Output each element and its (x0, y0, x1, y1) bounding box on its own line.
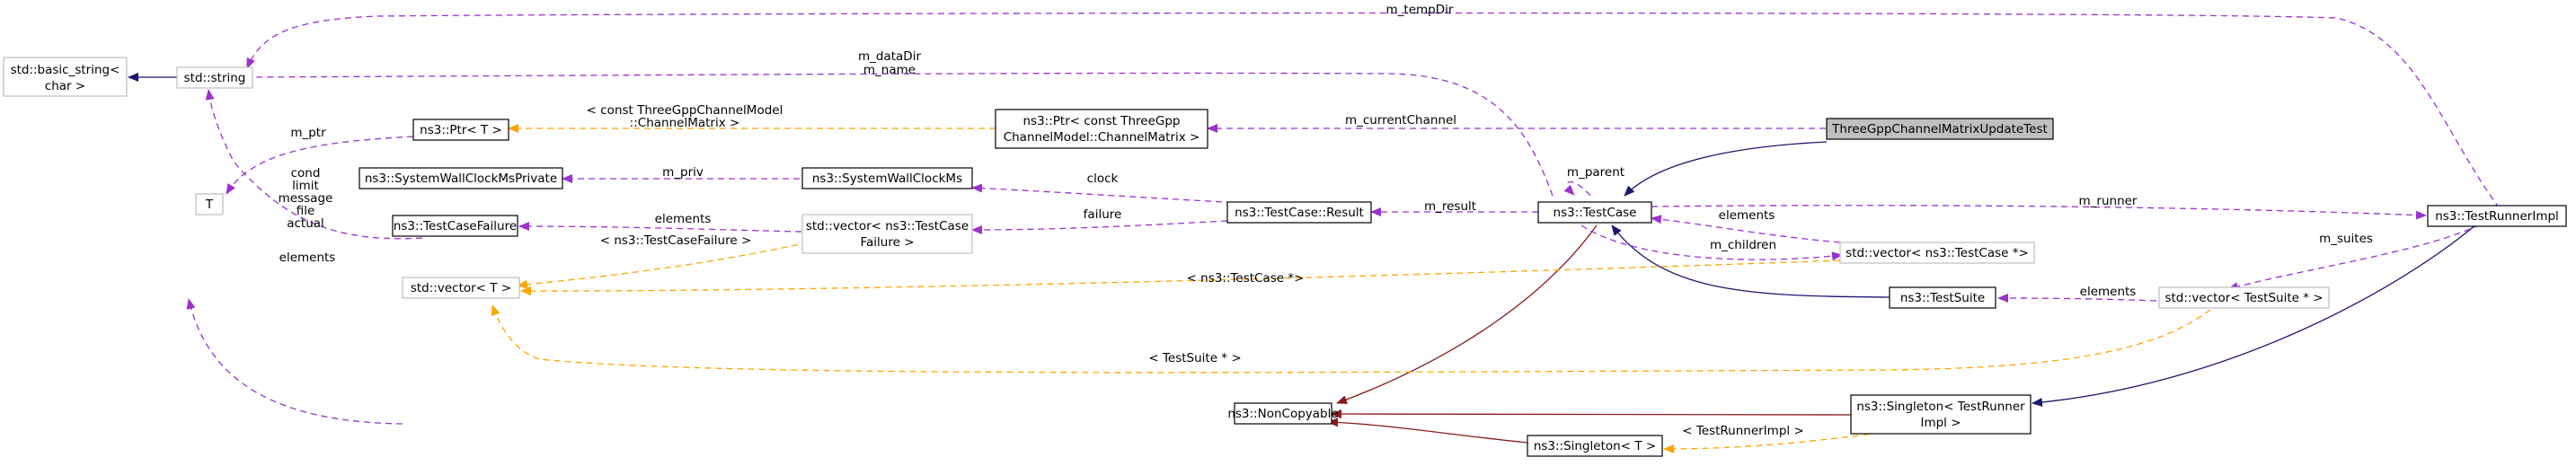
node-vector-test-case-ptr[interactable]: std::vector< ns3::TestCase *> (1839, 242, 2035, 264)
node-vector-testsuite-label: std::vector< TestSuite * > (2164, 291, 2323, 305)
label-m-runner: m_runner (2079, 194, 2138, 208)
node-ptr-channel-line-1: ns3::Ptr< const ThreeGpp (1023, 114, 1181, 128)
edge-vector-t-elements (186, 298, 403, 425)
node-basic-string-line-1: std::basic_string< (11, 63, 120, 77)
node-test-case[interactable]: ns3::TestCase (1537, 201, 1652, 224)
label-testrunnerimpl-template: < TestRunnerImpl > (1682, 424, 1804, 438)
node-wallclock-private-label: ns3::SystemWallClockMsPrivate (365, 172, 557, 186)
edge-testcasefailure-template (517, 242, 810, 289)
node-test-suite[interactable]: ns3::TestSuite (1889, 286, 1996, 309)
label-m-parent: m_parent (1567, 165, 1624, 180)
node-non-copyable[interactable]: ns3::NonCopyable (1227, 402, 1339, 425)
node-testcase-label: ns3::TestCase (1554, 206, 1637, 220)
node-vector-testcase-label: std::vector< ns3::TestCase *> (1846, 246, 2029, 260)
edge-focus-inherits-testcase (1624, 141, 1828, 197)
node-std-string-label: std::string (184, 71, 246, 85)
node-wallclock-label: ns3::SystemWallClockMs (812, 172, 962, 186)
node-singleton-t-label: ns3::Singleton< T > (1534, 439, 1656, 453)
edge-singleton-runner-private-noncopyable (1331, 409, 1852, 419)
edge-m-ptr (226, 136, 414, 195)
label-vector-testcase-elements: elements (1719, 208, 1775, 223)
node-system-wall-clock-ms[interactable]: ns3::SystemWallClockMs (801, 167, 973, 189)
edge-vector-testsuite-elements (1997, 294, 2157, 303)
node-testcase-result-label: ns3::TestCase::Result (1235, 206, 1364, 220)
edge-vector-failure-elements (518, 222, 802, 233)
label-failure-message: message (279, 191, 333, 206)
label-clock: clock (1087, 172, 1119, 186)
node-singleton-t[interactable]: ns3::Singleton< T > (1527, 435, 1663, 457)
node-focus-label: ThreeGppChannelMatrixUpdateTest (1831, 122, 2048, 136)
node-vector-test-case-failure[interactable]: std::vector< ns3::TestCase Failure > (801, 214, 973, 254)
label-m-result: m_result (1424, 199, 1476, 214)
edge-testcase-private-noncopyable (1336, 224, 1598, 404)
node-t[interactable]: T (195, 193, 224, 216)
edge-testcase-ptr-template (520, 259, 1841, 296)
node-system-wall-clock-ms-private[interactable]: ns3::SystemWallClockMsPrivate (359, 167, 563, 189)
label-vector-failure-elements: elements (655, 212, 712, 226)
node-basic-string-line-2: char > (45, 79, 85, 93)
node-basic-string[interactable]: std::basic_string< char > (3, 57, 128, 97)
label-vector-testsuite-elements: elements (2080, 285, 2137, 299)
node-testsuite-label: ns3::TestSuite (1900, 291, 1985, 305)
label-m-datadir: m_dataDir (858, 49, 921, 64)
edge-clock (971, 183, 1277, 206)
node-vector-test-suite-ptr[interactable]: std::vector< TestSuite * > (2158, 286, 2330, 309)
node-std-string[interactable]: std::string (176, 66, 253, 89)
node-ptr-channel-matrix[interactable]: ns3::Ptr< const ThreeGpp ChannelModel::C… (995, 109, 1208, 149)
label-m-priv: m_priv (662, 165, 704, 180)
label-testcase-ptr-template: < ns3::TestCase *> (1187, 271, 1305, 286)
label-failure-limit: limit (292, 179, 319, 193)
label-m-children: m_children (1710, 238, 1776, 252)
edge-singleton-t-private-noncopyable (1327, 418, 1528, 444)
label-m-currentchannel: m_currentChannel (1345, 113, 1456, 128)
node-test-runner-impl[interactable]: ns3::TestRunnerImpl (2427, 205, 2567, 227)
edge-m-parent (1563, 180, 1591, 197)
node-vector-t[interactable]: std::vector< T > (402, 277, 520, 299)
label-m-ptr: m_ptr (290, 126, 326, 140)
edge-m-tempdir (246, 12, 2501, 209)
node-test-case-failure[interactable]: ns3::TestCaseFailure (392, 215, 518, 237)
label-failure-actual: actual (287, 216, 324, 231)
label-vector-t-elements: elements (279, 251, 336, 265)
node-ptr-t[interactable]: ns3::Ptr< T > (412, 119, 509, 141)
node-testrunner-impl-label: ns3::TestRunnerImpl (2435, 209, 2559, 224)
node-threegpp-channel-matrix-update-test[interactable]: ThreeGppChannelMatrixUpdateTest (1826, 118, 2054, 140)
label-failure: failure (1084, 207, 1122, 222)
node-singleton-runner-line-2: Impl > (1920, 416, 1961, 430)
node-t-label: T (205, 198, 214, 212)
label-m-suites: m_suites (2319, 232, 2373, 246)
edge-failure (971, 220, 1228, 234)
label-failure-cond: cond (291, 166, 321, 180)
label-testsuite-ptr-template: < TestSuite * > (1148, 351, 1241, 365)
label-ptr-template-2: ::ChannelMatrix > (630, 116, 740, 130)
node-singleton-runner-line-1: ns3::Singleton< TestRunner (1856, 400, 2025, 414)
node-noncopyable-label: ns3::NonCopyable (1227, 407, 1338, 421)
node-vector-failure-line-1: std::vector< ns3::TestCase (806, 219, 969, 233)
edge-m-children (1580, 224, 1843, 261)
edge-m-runner (1651, 205, 2427, 220)
node-test-case-result[interactable]: ns3::TestCase::Result (1226, 201, 1372, 224)
label-failure-file: file (297, 204, 315, 218)
label-ptr-template-1: < const ThreeGppChannelModel (587, 103, 783, 118)
label-testcasefailure-template: < ns3::TestCaseFailure > (600, 233, 752, 248)
node-ptr-t-label: ns3::Ptr< T > (420, 123, 502, 137)
edge-testsuite-inherits-testcase (1611, 224, 1890, 298)
edge-testsuite-ptr-template (491, 304, 2211, 374)
node-testcase-failure-label: ns3::TestCaseFailure (394, 219, 517, 233)
node-vector-failure-line-2: Failure > (860, 235, 914, 250)
edge-m-suites (2227, 224, 2481, 291)
node-singleton-test-runner-impl[interactable]: ns3::Singleton< TestRunner Impl > (1850, 394, 2032, 435)
edge-m-datadir-name (235, 72, 1554, 197)
edge-failure-fields (205, 89, 423, 240)
label-m-name: m_name (863, 63, 916, 77)
node-ptr-channel-line-2: ChannelModel::ChannelMatrix > (1004, 130, 1200, 145)
node-vector-t-label: std::vector< T > (411, 281, 511, 295)
edge-testrunnerimpl-inherits-singleton (2032, 224, 2477, 407)
label-m-tempdir: m_tempDir (1386, 3, 1454, 17)
